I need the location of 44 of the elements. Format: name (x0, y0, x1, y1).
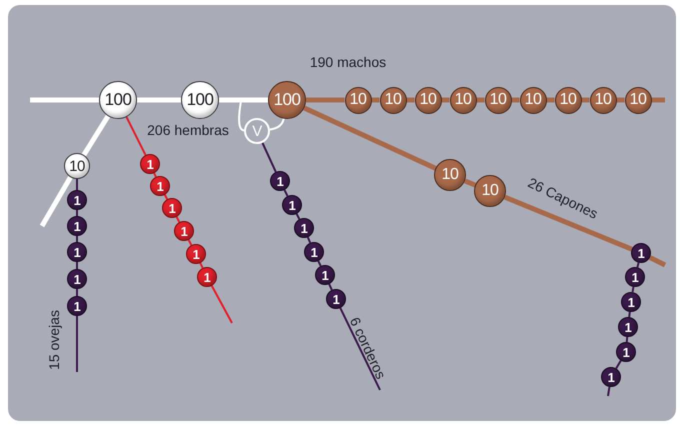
cord (153, 172, 157, 178)
cord (76, 316, 78, 372)
cord (442, 98, 450, 102)
cord (306, 236, 312, 244)
cord (626, 336, 628, 342)
cord (512, 98, 520, 102)
knot: V (244, 118, 270, 144)
cord (76, 289, 78, 296)
cord (270, 118, 285, 130)
cord (628, 312, 631, 318)
cord (82, 114, 110, 156)
cord (262, 142, 277, 172)
cord (464, 178, 476, 188)
cord (652, 98, 665, 102)
cord (30, 98, 99, 102)
cord (219, 98, 268, 102)
cord (210, 285, 233, 324)
cord (306, 98, 344, 102)
cord (476, 98, 484, 102)
cord (632, 286, 634, 292)
cord (76, 262, 78, 269)
cord (406, 98, 414, 102)
cord (607, 386, 610, 396)
cord (615, 360, 622, 369)
cord (339, 308, 381, 390)
cord-label: 206 hembras (147, 122, 229, 138)
cord (238, 100, 244, 132)
cord (76, 236, 78, 242)
cord-label: 190 machos (310, 54, 386, 70)
cord (76, 210, 78, 216)
cord (76, 179, 78, 190)
cord (504, 194, 633, 252)
cord (137, 98, 181, 102)
cord (40, 176, 73, 228)
cord (126, 116, 146, 156)
cord (582, 98, 590, 102)
cord (328, 284, 333, 290)
cord (303, 106, 437, 171)
cord (372, 98, 380, 102)
cord (546, 98, 554, 102)
cord (164, 194, 168, 200)
cord (616, 98, 624, 102)
cord (648, 255, 666, 268)
cord-label: 15 ovejas (46, 310, 62, 370)
